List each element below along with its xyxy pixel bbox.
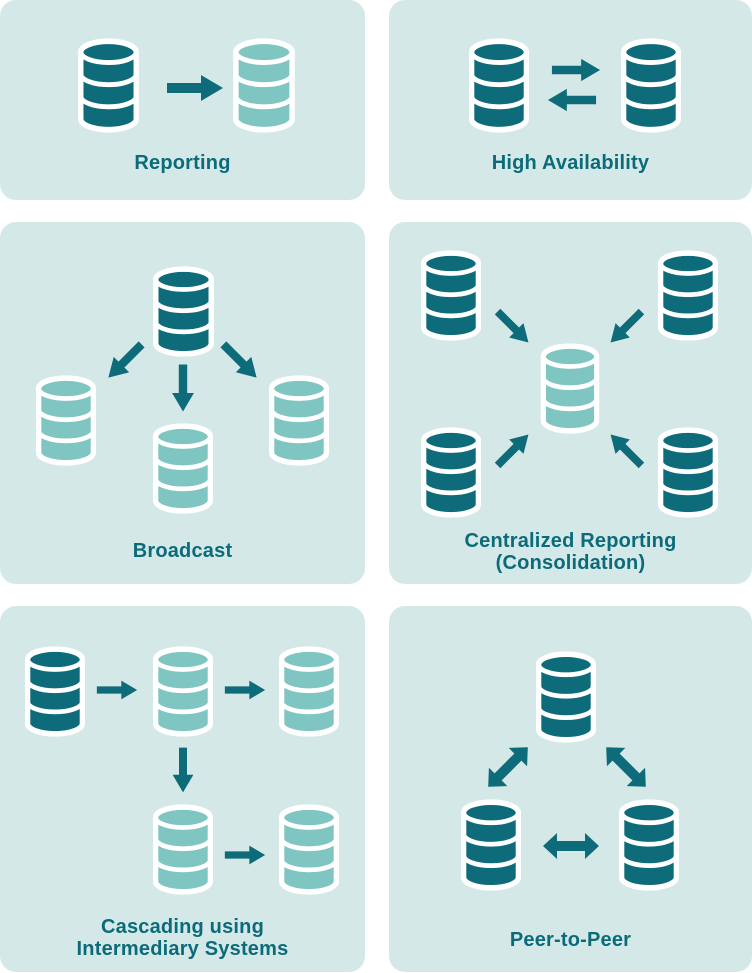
arrow-right-icon bbox=[224, 680, 266, 700]
database-icon-light bbox=[156, 807, 211, 892]
arrow-down-left-icon bbox=[603, 304, 649, 350]
arrow-up-left-icon bbox=[603, 427, 649, 473]
panel-caption: Reporting bbox=[134, 152, 231, 174]
double-arrow-icon bbox=[543, 833, 599, 859]
panel-caption: Peer-to-Peer bbox=[509, 929, 632, 951]
database-icon-dark bbox=[661, 253, 716, 338]
database-icon-dark bbox=[81, 41, 136, 129]
database-icon-dark bbox=[539, 654, 594, 740]
database-icon-light bbox=[156, 649, 211, 734]
database-icon-light bbox=[543, 346, 596, 431]
panel-centralized-reporting: Centralized Reporting (Consolidation) bbox=[389, 222, 752, 584]
broadcast-artwork bbox=[0, 222, 365, 584]
panel-caption: Broadcast bbox=[132, 540, 233, 562]
arrow-down-left-icon bbox=[100, 336, 150, 386]
database-icon-dark bbox=[622, 802, 677, 888]
arrow-right-icon bbox=[167, 75, 223, 101]
arrow-left-icon bbox=[547, 88, 597, 112]
peer-to-peer-artwork bbox=[389, 606, 752, 972]
panel-broadcast: Broadcast bbox=[0, 222, 365, 584]
arrow-down-icon bbox=[172, 747, 194, 793]
panel-caption: Cascading using Intermediary Systems bbox=[76, 916, 289, 960]
double-arrow-icon bbox=[479, 738, 537, 796]
database-icon-dark bbox=[464, 802, 519, 888]
database-icon-light bbox=[236, 41, 292, 129]
database-icon-dark bbox=[624, 41, 679, 129]
panel-peer-to-peer: Peer-to-Peer bbox=[389, 606, 752, 972]
database-icon-dark bbox=[156, 269, 211, 354]
panel-cascading: Cascading using Intermediary Systems bbox=[0, 606, 365, 972]
arrow-right-icon bbox=[96, 680, 138, 700]
double-arrow-icon bbox=[597, 738, 655, 796]
database-icon-dark bbox=[472, 41, 527, 129]
arrow-down-right-icon bbox=[215, 336, 265, 386]
arrow-right-icon bbox=[224, 845, 266, 865]
database-icon-dark bbox=[28, 649, 83, 734]
database-icon-dark bbox=[661, 430, 716, 515]
database-icon-light bbox=[272, 378, 327, 463]
database-icon-light bbox=[282, 649, 337, 734]
database-icon-dark bbox=[424, 430, 479, 515]
arrow-down-icon bbox=[172, 364, 194, 412]
arrow-down-right-icon bbox=[490, 304, 536, 350]
database-icon-dark bbox=[424, 253, 479, 338]
panel-reporting: Reporting bbox=[0, 0, 365, 200]
panel-high-availability: High Availability bbox=[389, 0, 752, 200]
panel-caption: Centralized Reporting (Consolidation) bbox=[464, 530, 677, 574]
database-icon-light bbox=[156, 426, 211, 511]
database-icon-light bbox=[39, 378, 94, 463]
arrow-right-icon bbox=[551, 58, 601, 82]
database-icon-light bbox=[282, 807, 337, 892]
panel-caption: High Availability bbox=[491, 152, 650, 174]
arrow-up-right-icon bbox=[490, 427, 536, 473]
